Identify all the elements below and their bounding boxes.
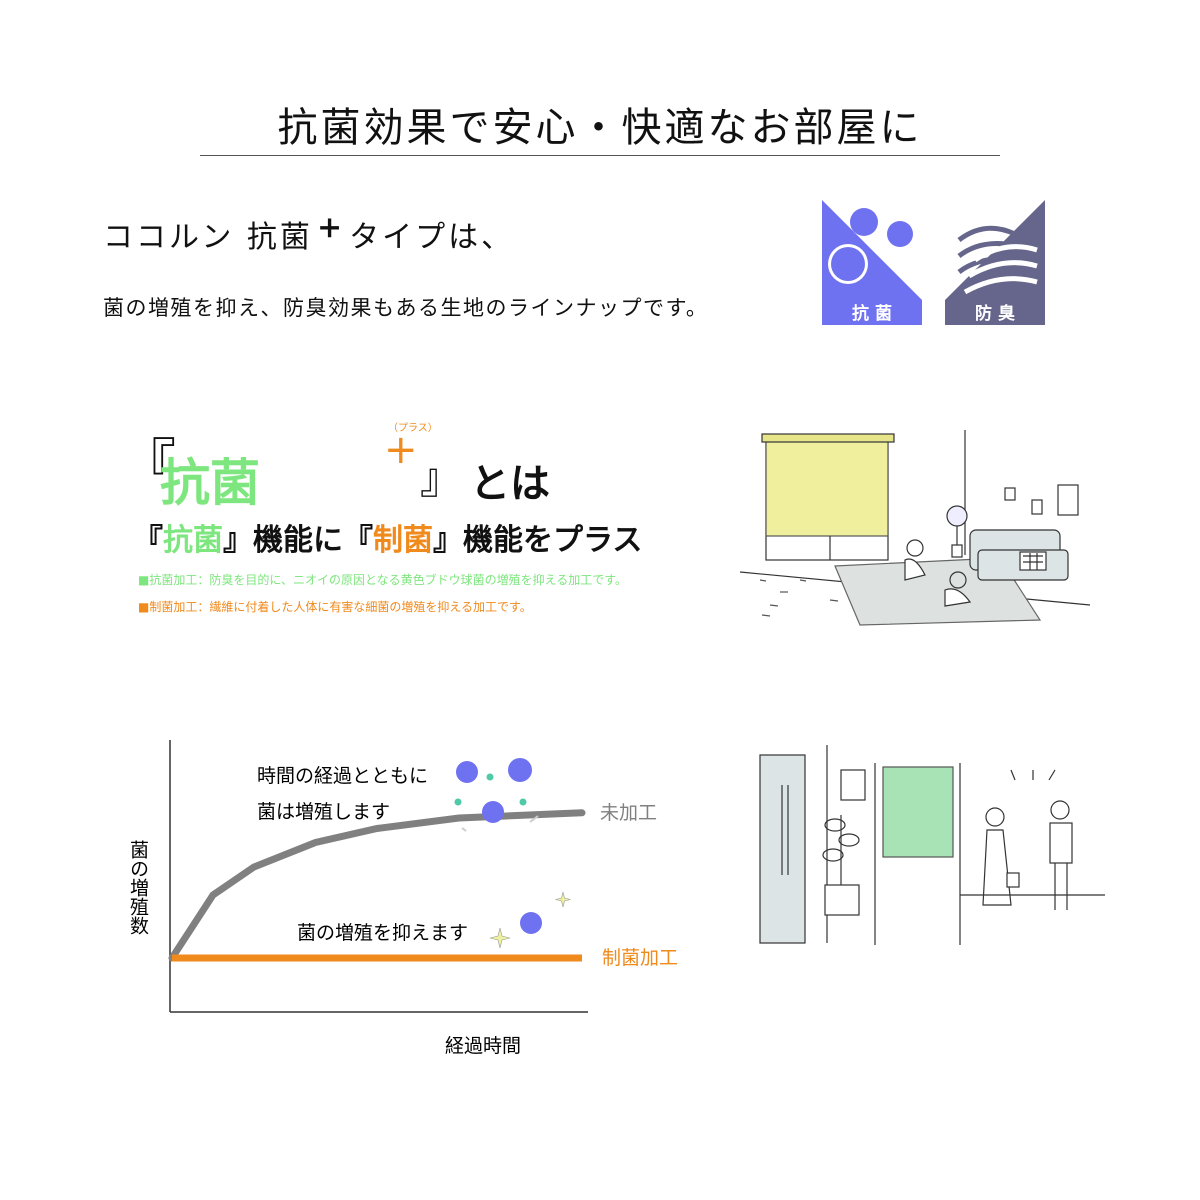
function-line-p1: 『 xyxy=(133,523,163,558)
note-sterilization: ■制菌加工：繊維に付着した人体に有害な細菌の増殖を抑える加工です。 xyxy=(138,600,532,614)
growth-chart: 未加工 制菌加工 時間の経過とともに 菌は増殖します 菌の増殖を抑えます 経過時… xyxy=(100,720,700,1074)
intro-body: 菌の増殖を抑え、防臭効果もある生地のラインナップです。 xyxy=(103,296,709,320)
chart-annotation-3: 菌の増殖を抑えます xyxy=(297,922,468,944)
what-is-suffix: とは xyxy=(470,461,550,507)
chart-annotation-1: 時間の経過とともに xyxy=(257,765,428,787)
antibacterial-badge: 抗 菌 xyxy=(822,200,922,325)
series-untreated-label: 未加工 xyxy=(600,802,657,824)
function-line: 『抗菌』機能に『制菌』機能をプラス xyxy=(133,515,642,559)
function-line-antibac: 抗菌 xyxy=(163,523,223,558)
title-divider xyxy=(200,155,1000,156)
chart-annotation-2: 菌は増殖します xyxy=(257,801,390,823)
entrance-illustration xyxy=(755,745,1105,949)
deodorize-wave-icon: 防 臭 xyxy=(945,200,1045,325)
note-antibacterial: ■抗菌加工：防臭を目的に、ニオイの原因となる黄色ブドウ球菌の増殖を抑える加工です… xyxy=(138,573,628,587)
antibacterial-badge-label: 抗 菌 xyxy=(852,303,892,324)
what-is-bracket-open: 『 xyxy=(120,434,176,499)
chart-y-label: 菌の増殖数 xyxy=(127,840,149,935)
bacteria-cluster-icon xyxy=(454,758,539,832)
intro-heading: ココルン 抗菌+タイプは、 xyxy=(103,210,514,256)
deodorize-badge-label: 防 臭 xyxy=(975,303,1015,324)
function-line-p3: 』機能をプラス xyxy=(433,523,643,558)
intro-heading-pre: ココルン 抗菌 xyxy=(103,220,313,255)
suppressed-bacteria-icon xyxy=(489,891,571,949)
what-is-bracket-close: 』 xyxy=(420,454,463,503)
deodorize-badge: 防 臭 xyxy=(945,200,1045,325)
what-is-ruby: （プラス） xyxy=(388,423,438,434)
intro-heading-post: タイプは、 xyxy=(349,220,515,255)
what-is-heading: 『 抗菌 （プラス） + 』 とは xyxy=(120,415,680,512)
intro-heading-plus: + xyxy=(316,210,346,245)
function-line-steri: 制菌 xyxy=(373,523,433,558)
bacteria-icon: 抗 菌 xyxy=(822,200,922,325)
what-is-plus: + xyxy=(384,427,418,473)
function-line-p2: 』機能に『 xyxy=(223,523,373,558)
page-title: 抗菌効果で安心・快適なお部屋に xyxy=(277,105,923,151)
growth-chart-svg: 未加工 制菌加工 時間の経過とともに 菌は増殖します 菌の増殖を抑えます 経過時… xyxy=(127,740,678,1057)
series-steri-label: 制菌加工 xyxy=(602,947,678,969)
chart-x-label: 経過時間 xyxy=(445,1035,521,1057)
series-untreated-line xyxy=(168,809,586,962)
what-is-kanji: 抗菌 xyxy=(160,454,260,512)
living-room-illustration xyxy=(739,430,1100,634)
